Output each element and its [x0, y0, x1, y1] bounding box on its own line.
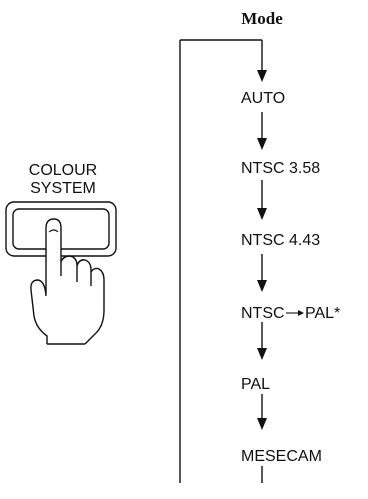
button-label-line1: COLOUR	[29, 162, 97, 179]
button-label-line2: SYSTEM	[30, 180, 96, 197]
arrow-auto-to-ntsc358	[257, 112, 267, 150]
mode-ntsc-to-pal-source: NTSC	[241, 305, 285, 322]
mode-ntsc-to-pal: NTSC PAL*	[241, 305, 340, 322]
right-arrow-icon	[286, 310, 304, 316]
arrow-ntscpal-to-pal	[257, 322, 267, 360]
mode-list: AUTO NTSC 3.58 NTSC 4.43 NTSC PAL* PAL M…	[241, 90, 340, 465]
arrow-pal-to-mesecam	[257, 394, 267, 430]
mode-pal: PAL	[241, 376, 270, 393]
mode-mesecam: MESECAM	[241, 448, 322, 465]
mode-ntsc-443: NTSC 4.43	[241, 232, 320, 249]
mode-ntsc-358: NTSC 3.58	[241, 160, 320, 177]
mode-ntsc-to-pal-target: PAL*	[305, 305, 340, 322]
arrow-to-auto	[257, 40, 267, 82]
mode-auto: AUTO	[241, 90, 285, 107]
arrow-ntsc443-to-ntscpal	[257, 254, 267, 292]
diagram-title: Mode	[241, 9, 283, 28]
arrow-ntsc358-to-ntsc443	[257, 180, 267, 220]
pressing-hand-icon	[31, 219, 104, 344]
